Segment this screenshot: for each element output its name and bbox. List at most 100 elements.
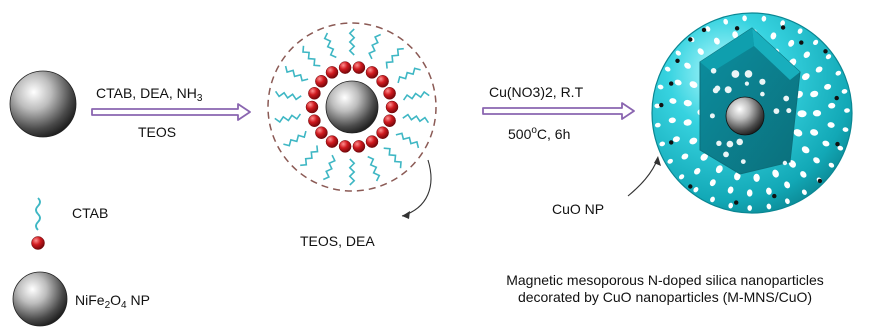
ctab-tail	[383, 147, 402, 169]
ctab-head	[376, 126, 389, 139]
pore	[654, 103, 661, 109]
cuo-dot	[734, 200, 739, 205]
inner-pore	[744, 70, 753, 78]
ctab-tail	[302, 45, 321, 67]
inner-pore	[723, 151, 729, 158]
ctab-head	[365, 66, 379, 79]
legend-np-symbol	[12, 271, 68, 327]
pore	[659, 141, 666, 147]
dashed-shell	[267, 22, 437, 192]
ctab-head	[352, 140, 366, 153]
pore	[753, 173, 760, 182]
ctab-head	[315, 75, 328, 88]
pore	[689, 137, 698, 145]
pore	[705, 26, 711, 32]
pore	[723, 18, 729, 25]
ctab-tail	[348, 28, 356, 56]
inner-pore	[710, 68, 717, 74]
cuo-dot	[675, 58, 680, 63]
pore	[841, 89, 848, 94]
pore	[813, 39, 819, 46]
pore	[668, 117, 676, 124]
ctab-tails	[274, 28, 430, 186]
teos-dea-label: TEOS, DEA	[300, 233, 375, 249]
pore	[766, 203, 772, 210]
pore	[654, 122, 661, 128]
pore	[813, 157, 820, 164]
ctab-tail	[367, 155, 381, 182]
hollow-arrow-icon	[91, 103, 251, 121]
pore	[824, 83, 832, 90]
pore	[689, 81, 698, 88]
cuo-dot	[701, 27, 707, 33]
cuo-dot	[834, 95, 839, 101]
pore	[713, 37, 720, 45]
legend-ctab-symbol	[31, 197, 45, 250]
pore	[828, 162, 835, 168]
ctab-tail	[323, 32, 337, 59]
pore	[675, 50, 681, 56]
hollow-arrow-icon	[482, 102, 635, 120]
ctab-tail	[397, 67, 421, 84]
pore	[835, 70, 842, 76]
pore	[667, 158, 673, 164]
pore	[770, 32, 777, 40]
pore	[710, 196, 715, 203]
pore	[734, 172, 741, 181]
cuo-nanoparticles	[659, 25, 840, 205]
nife2o4-core-final	[725, 96, 765, 136]
ctab-tail	[348, 158, 356, 186]
pore	[766, 187, 772, 195]
pore	[683, 99, 692, 107]
product-caption: Magnetic mesoporous N-doped silica nanop…	[455, 272, 875, 306]
cuo-dot	[817, 178, 823, 184]
pore	[732, 31, 738, 39]
ctab-head	[308, 87, 321, 100]
pore	[669, 98, 677, 104]
pore	[728, 202, 734, 209]
cuo-dot	[688, 37, 693, 42]
inner-pore	[724, 86, 732, 94]
cuo-np-label: CuO NP	[552, 201, 605, 217]
pore	[827, 122, 835, 128]
pore	[842, 127, 849, 132]
inner-pore	[731, 70, 740, 78]
ctab-head	[365, 135, 379, 148]
pore	[844, 108, 850, 113]
inner-pore	[744, 81, 750, 86]
cuo-dot	[734, 26, 740, 31]
ctab-tail	[284, 65, 309, 82]
ctab-head	[383, 114, 396, 127]
cuo-dot	[780, 25, 786, 30]
nife2o4-core-start	[9, 70, 77, 138]
inner-pores	[709, 68, 792, 166]
pore	[693, 186, 699, 193]
pore	[788, 39, 795, 47]
ctab-head	[315, 126, 328, 139]
pore	[797, 110, 807, 118]
pore	[810, 90, 819, 98]
pore	[837, 145, 844, 151]
ctab-head	[338, 140, 352, 153]
ctab-head	[325, 135, 339, 148]
pore	[672, 136, 680, 143]
ctab-head	[385, 100, 399, 114]
inner-pore	[782, 160, 788, 166]
pore	[793, 129, 803, 137]
caption-line-1: Magnetic mesoporous N-doped silica nanop…	[506, 272, 824, 288]
inner-pore	[783, 95, 790, 102]
inner-pore	[714, 85, 721, 92]
inner-pore	[759, 78, 766, 85]
pore	[697, 48, 704, 55]
inner-pore	[786, 108, 792, 114]
step2-temperature: 500oC, 6h	[508, 125, 571, 142]
ctab-head	[308, 114, 321, 127]
pore	[812, 110, 822, 117]
pore	[681, 153, 689, 160]
cuo-dot	[835, 141, 840, 147]
inner-pore	[716, 140, 722, 146]
pore	[801, 189, 807, 195]
ctab-head	[376, 75, 389, 88]
inner-pore	[709, 113, 715, 119]
inner-pore	[760, 91, 765, 97]
